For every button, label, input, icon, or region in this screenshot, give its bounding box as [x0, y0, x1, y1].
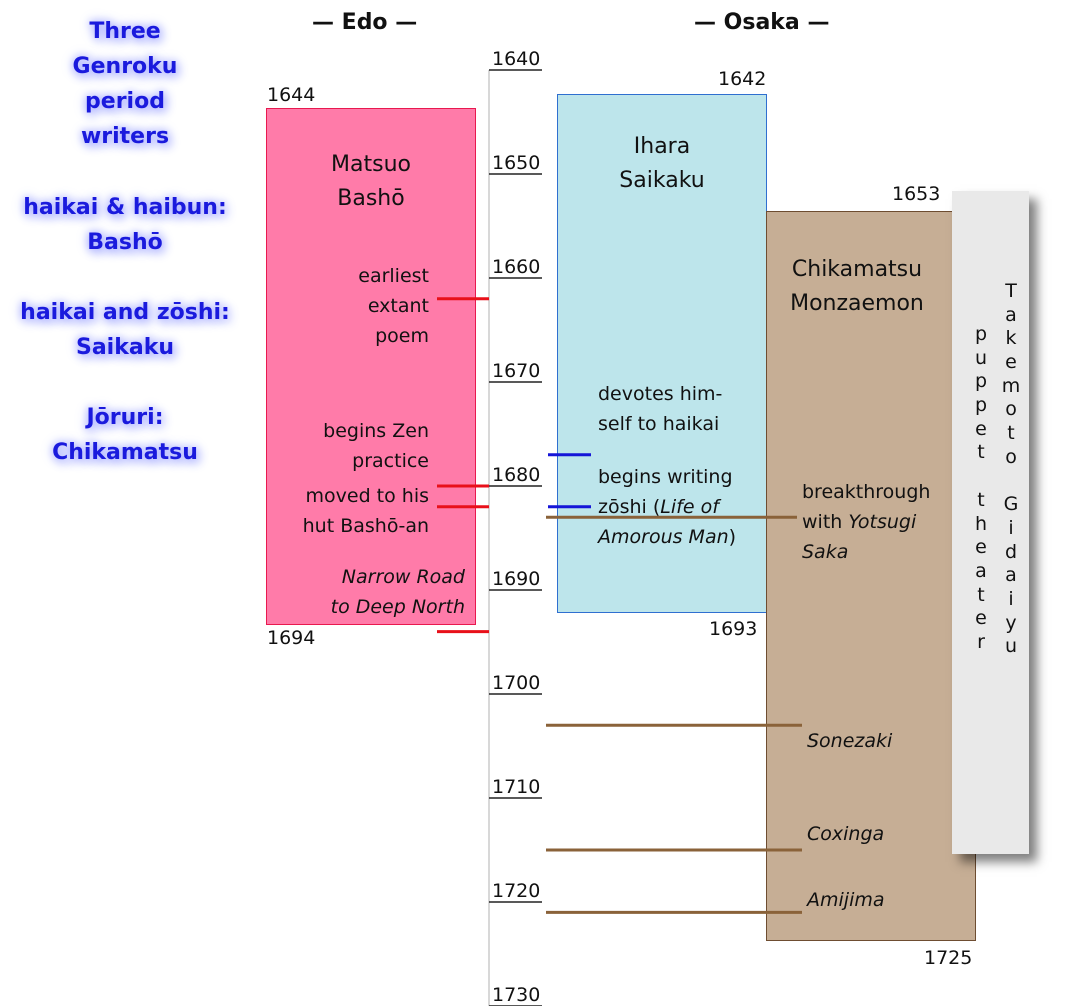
basho-event-zen-practice: begins Zen practice — [323, 420, 429, 472]
writer-block-chikamatsu — [766, 211, 976, 941]
chikamatsu-start-year: 1653 — [892, 183, 941, 205]
chikamatsu-event-breakthrough: breakthrough with Yotsugi Saka — [802, 481, 931, 563]
tick-label-1680: 1680 — [492, 464, 540, 486]
tick-label-1700: 1700 — [492, 672, 540, 694]
basho-event-hut: moved to his hut Bashō-an — [302, 485, 429, 537]
writer-block-basho — [266, 108, 476, 625]
tick-label-1670: 1670 — [492, 360, 540, 382]
tick-label-1640: 1640 — [492, 48, 540, 70]
diagram-title: Three Genroku period writers — [72, 19, 178, 149]
chikamatsu-work-amijima: Amijima — [807, 889, 885, 911]
tick-label-1650: 1650 — [492, 152, 540, 174]
tick-label-1690: 1690 — [492, 568, 540, 590]
saikaku-event-haikai: devotes him- self to haikai — [598, 383, 723, 435]
basho-start-year: 1644 — [267, 84, 316, 106]
region-edo: — Edo — — [312, 10, 418, 35]
chikamatsu-end-year: 1725 — [924, 947, 973, 969]
puppet-theater-block — [952, 191, 1029, 854]
writer-name-basho: Matsuo Bashō — [331, 152, 411, 211]
tick-label-1710: 1710 — [492, 776, 540, 798]
writer-name-chikamatsu: Chikamatsu Monzaemon — [790, 257, 924, 316]
genre-label-saikaku: haikai and zōshi: Saikaku — [20, 300, 230, 360]
genre-label-chikamatsu: Jōruri: Chikamatsu — [52, 405, 198, 465]
tick-label-1660: 1660 — [492, 256, 540, 278]
saikaku-end-year: 1693 — [709, 618, 758, 640]
writer-name-saikaku: Ihara Saikaku — [619, 134, 705, 193]
genre-label-basho: haikai & haibun: Bashō — [23, 195, 227, 255]
tick-label-1720: 1720 — [492, 880, 540, 902]
region-osaka: — Osaka — — [694, 10, 830, 35]
saikaku-start-year: 1642 — [718, 68, 767, 90]
saikaku-event-zoshi: begins writing zōshi (Life of Amorous Ma… — [598, 466, 737, 548]
basho-event-narrow-road: Narrow Road to Deep North — [330, 566, 465, 618]
writer-block-saikaku — [557, 94, 767, 613]
chikamatsu-work-coxinga: Coxinga — [807, 823, 885, 845]
basho-end-year: 1694 — [267, 627, 316, 649]
tick-label-1730: 1730 — [492, 984, 540, 1006]
chikamatsu-work-sonezaki: Sonezaki — [807, 730, 893, 752]
basho-event-earliest-poem: earliest extant poem — [358, 265, 429, 347]
